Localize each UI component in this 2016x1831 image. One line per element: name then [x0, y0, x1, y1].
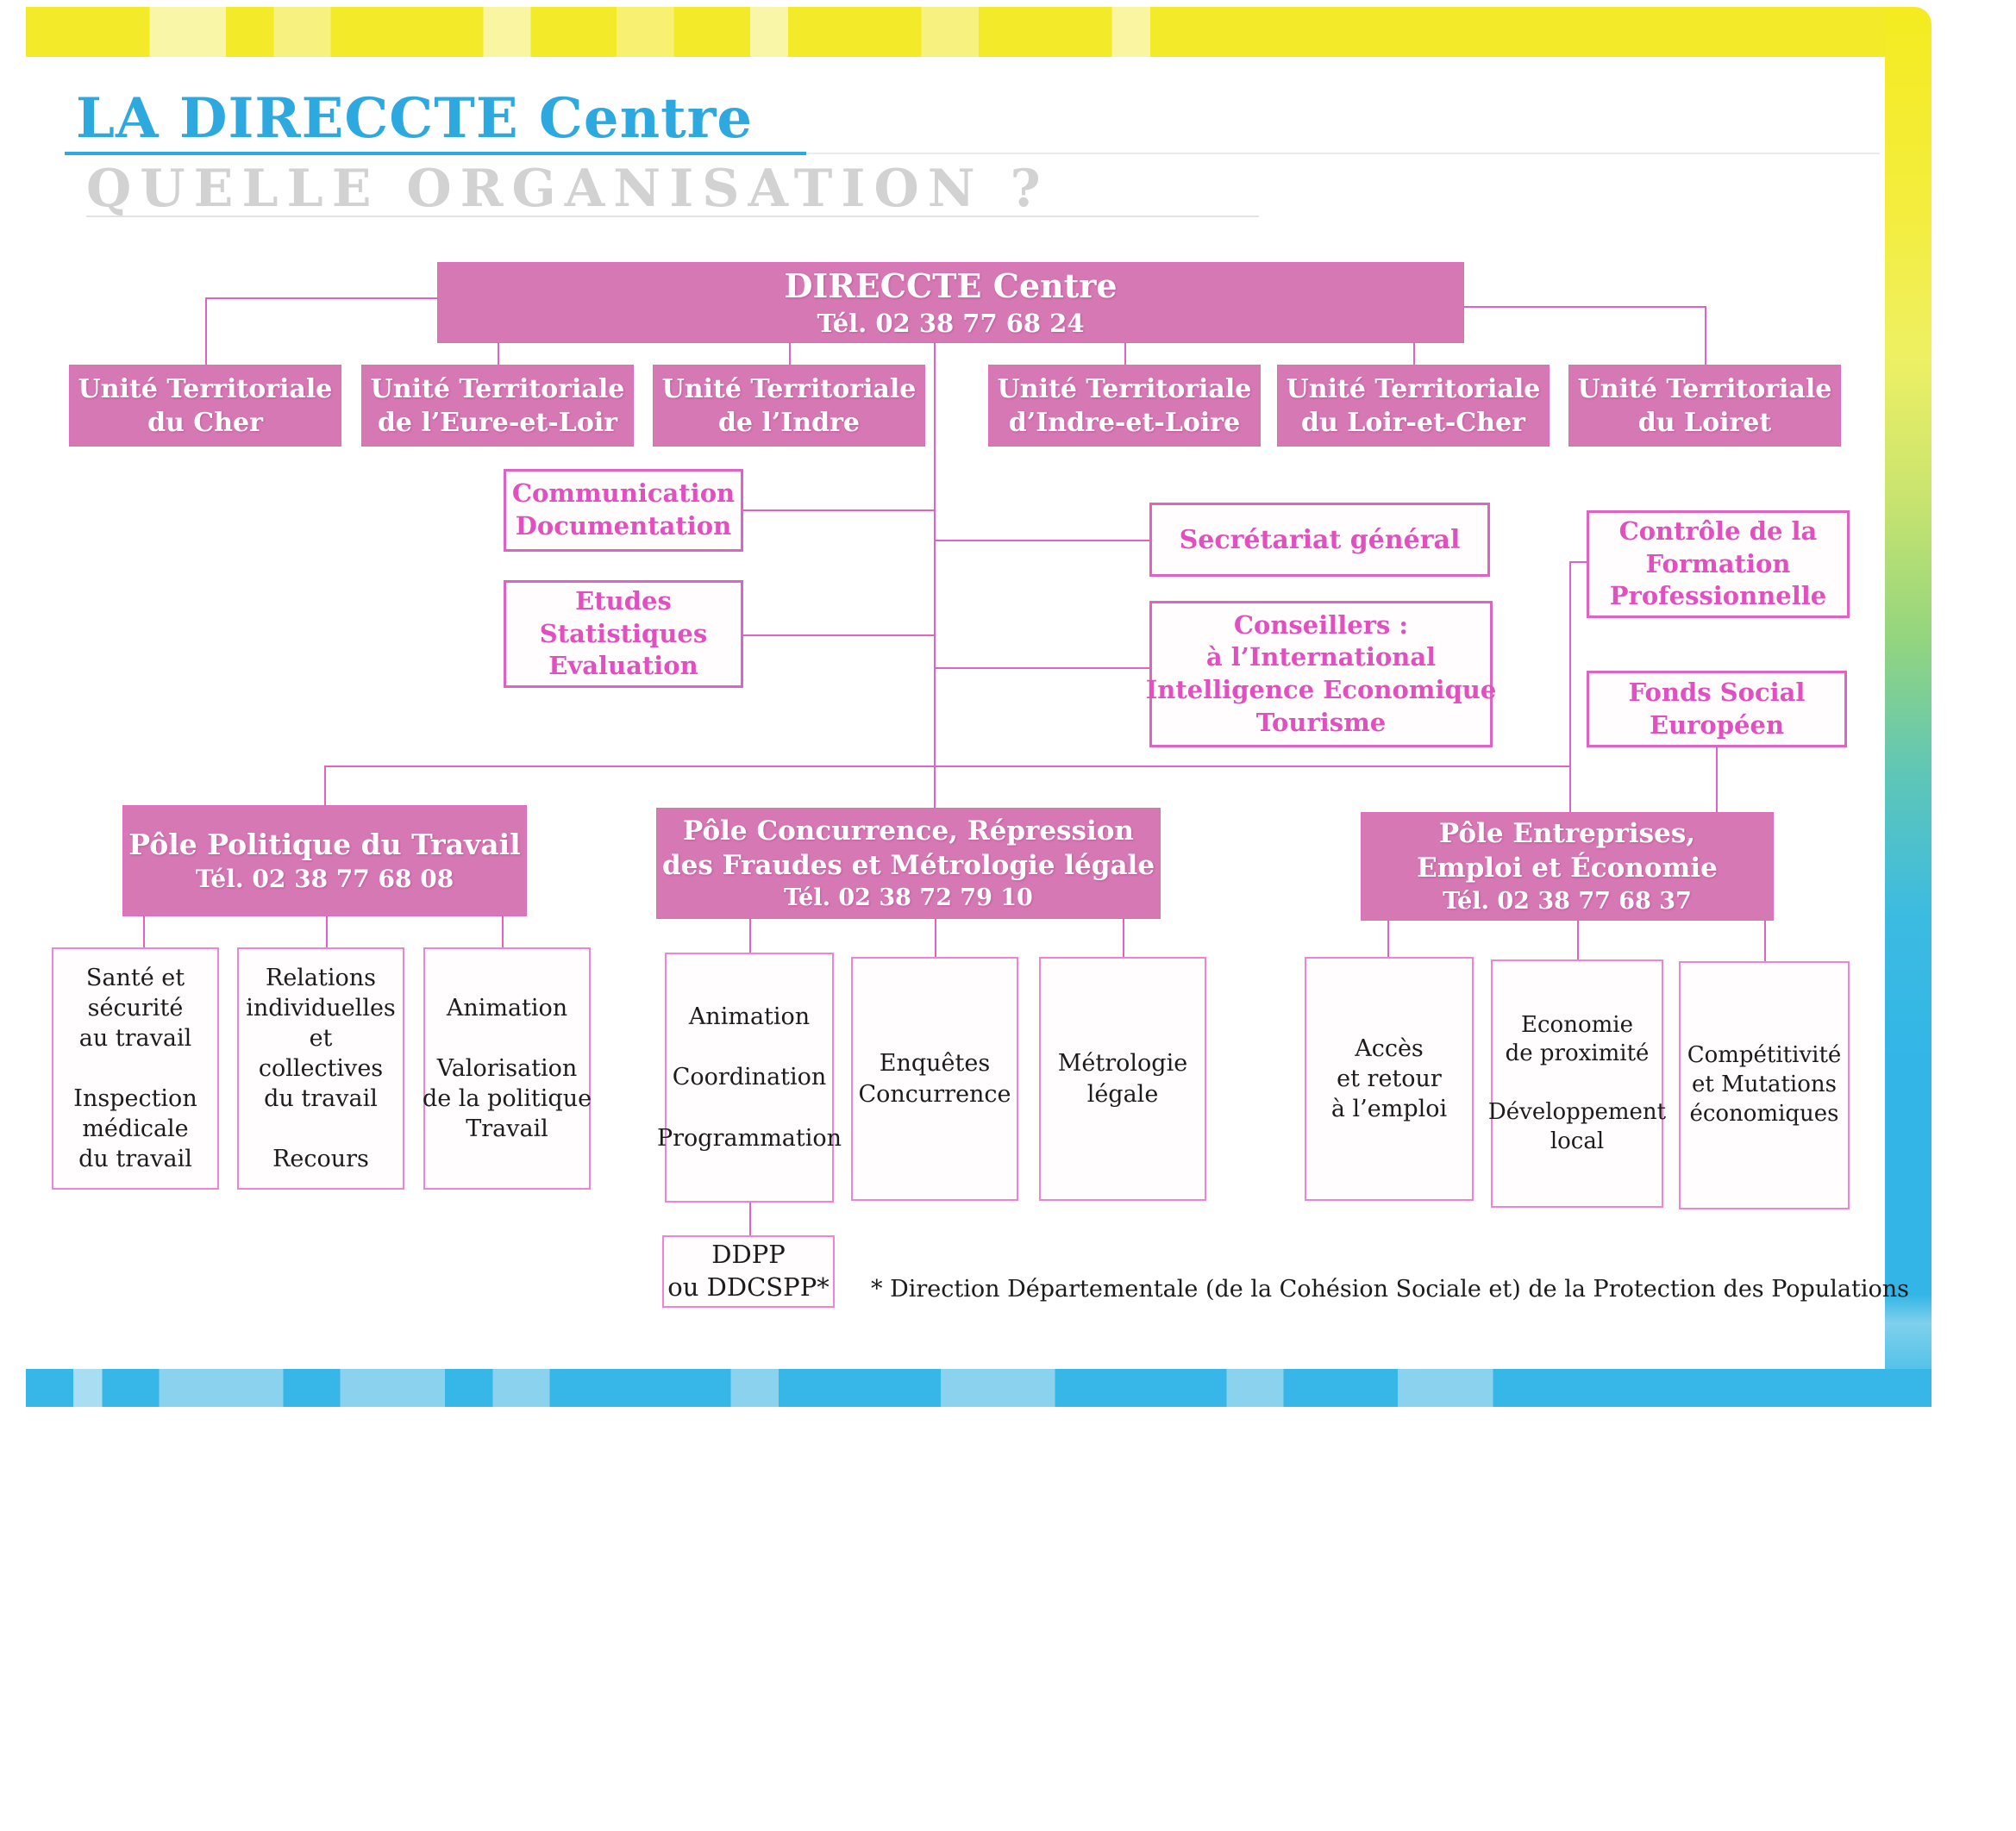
- service-metrologie-legale-label: Métrologie légale: [1057, 1050, 1188, 1108]
- staff-secretariat-label: Secrétariat général: [1179, 524, 1461, 555]
- page-subtitle: QUELLE ORGANISATION ?: [86, 159, 1049, 219]
- staff-secretariat-node: Secrétariat général: [1149, 503, 1490, 577]
- pole-politique-travail-phone: Tél. 02 38 77 68 08: [195, 864, 454, 893]
- service-sante-securite-node: Santé et sécurité au travail Inspection …: [52, 947, 219, 1190]
- staff-communication-label: Communication Documentation: [511, 478, 736, 541]
- ut-loir-et-cher-node: Unité Territoriale du Loir-et-Cher: [1278, 366, 1549, 446]
- ut-loiret-label: Unité Territoriale du Loiret: [1577, 373, 1832, 438]
- connector-line: [498, 342, 499, 366]
- ut-loiret-node: Unité Territoriale du Loiret: [1569, 366, 1840, 446]
- staff-fonds-social-label: Fonds Social Européen: [1628, 677, 1806, 740]
- service-metrologie-legale-node: Métrologie légale: [1039, 957, 1206, 1201]
- service-economie-proximite-node: Economie de proximité Développement loca…: [1487, 959, 1667, 1208]
- service-acces-emploi-node: Accès et retour à l’emploi: [1305, 957, 1474, 1201]
- ut-cher-label: Unité Territoriale du Cher: [78, 373, 333, 438]
- page-title: LA DIRECCTE Centre: [76, 86, 754, 151]
- top-border-decoration: [26, 7, 1931, 57]
- connector-line: [789, 342, 791, 366]
- service-sante-securite-label: Santé et sécurité au travail Inspection …: [73, 964, 197, 1173]
- staff-fonds-social-node: Fonds Social Européen: [1587, 671, 1847, 747]
- connector-line: [743, 634, 934, 636]
- connector-line: [1569, 561, 1571, 813]
- connector-line: [1569, 561, 1588, 563]
- staff-conseillers-node: Conseillers : à l’International Intellig…: [1146, 601, 1496, 747]
- title-underline-faint: [806, 153, 1880, 154]
- title-underline: [65, 152, 806, 155]
- ddpp-label: DDPP ou DDCSPP*: [667, 1240, 830, 1302]
- service-acces-emploi-label: Accès et retour à l’emploi: [1330, 1034, 1448, 1123]
- connector-line: [749, 918, 751, 953]
- service-relations-travail-label: Relations individuelles et collectives d…: [246, 964, 396, 1173]
- right-border-gradient-decoration: [1885, 7, 1931, 1407]
- ut-indre-et-loire-node: Unité Territoriale d’Indre-et-Loire: [989, 366, 1260, 446]
- connector-line: [1705, 306, 1706, 366]
- service-enquetes-concurrence-node: Enquêtes Concurrence: [851, 957, 1018, 1201]
- ddpp-node: DDPP ou DDCSPP*: [662, 1235, 835, 1308]
- connector-line: [1387, 920, 1389, 957]
- service-enquetes-concurrence-label: Enquêtes Concurrence: [858, 1050, 1011, 1108]
- ut-eure-et-loir-node: Unité Territoriale de l’Eure-et-Loir: [362, 366, 633, 446]
- pole-entreprises-node: Pôle Entreprises, Emploi et Économie Tél…: [1362, 813, 1773, 920]
- service-competitivite-node: Compétitivité et Mutations économiques: [1679, 961, 1850, 1209]
- service-animation-coordination-label: Animation Coordination Programmation: [656, 1003, 842, 1152]
- root-node-name: DIRECCTE Centre: [784, 266, 1118, 306]
- connector-line: [502, 916, 504, 947]
- subtitle-underline: [86, 216, 1259, 217]
- staff-controle-formation-node: Contrôle de la Formation Professionnelle: [1587, 510, 1850, 618]
- connector-line: [934, 540, 1149, 541]
- connector-line: [934, 667, 1149, 669]
- pole-concurrence-name: Pôle Concurrence, Répression des Fraudes…: [661, 815, 1155, 881]
- connector-line: [324, 766, 1571, 767]
- connector-line: [743, 509, 934, 511]
- connector-line: [1577, 920, 1579, 959]
- connector-line: [1124, 342, 1126, 366]
- pole-entreprises-phone: Tél. 02 38 77 68 37: [1443, 887, 1692, 915]
- connector-line: [1413, 342, 1415, 366]
- root-node-phone: Tél. 02 38 77 68 24: [817, 308, 1085, 338]
- staff-etudes-node: Etudes Statistiques Evaluation: [504, 580, 743, 688]
- pole-concurrence-node: Pôle Concurrence, Répression des Fraudes…: [657, 809, 1160, 918]
- staff-communication-node: Communication Documentation: [504, 469, 743, 552]
- connector-line: [1716, 747, 1718, 813]
- pole-politique-travail-node: Pôle Politique du Travail Tél. 02 38 77 …: [123, 806, 526, 916]
- bottom-border-decoration: [26, 1369, 1931, 1407]
- ut-loir-et-cher-label: Unité Territoriale du Loir-et-Cher: [1286, 373, 1541, 438]
- staff-conseillers-label: Conseillers : à l’International Intellig…: [1145, 609, 1497, 737]
- service-animation-valorisation-label: Animation Valorisation de la politique T…: [422, 994, 592, 1143]
- connector-line: [1764, 920, 1766, 961]
- ut-cher-node: Unité Territoriale du Cher: [70, 366, 341, 446]
- connector-line: [205, 297, 207, 366]
- ut-indre-label: Unité Territoriale de l’Indre: [661, 373, 917, 438]
- connector-line: [749, 1203, 751, 1235]
- ut-indre-node: Unité Territoriale de l’Indre: [654, 366, 924, 446]
- service-animation-valorisation-node: Animation Valorisation de la politique T…: [422, 947, 592, 1190]
- service-economie-proximite-label: Economie de proximité Développement loca…: [1487, 1011, 1667, 1154]
- ut-eure-et-loir-label: Unité Territoriale de l’Eure-et-Loir: [370, 373, 625, 438]
- connector-line: [205, 297, 438, 299]
- root-node-direccte-centre: DIRECCTE Centre Tél. 02 38 77 68 24: [438, 263, 1463, 342]
- connector-trunk-line: [934, 342, 936, 809]
- connector-line: [1463, 306, 1705, 308]
- staff-controle-formation-label: Contrôle de la Formation Professionnelle: [1609, 516, 1827, 611]
- pole-politique-travail-name: Pôle Politique du Travail: [128, 827, 521, 861]
- connector-line: [1123, 918, 1124, 957]
- service-relations-travail-node: Relations individuelles et collectives d…: [237, 947, 404, 1190]
- service-animation-coordination-node: Animation Coordination Programmation: [657, 953, 842, 1203]
- pole-concurrence-phone: Tél. 02 38 72 79 10: [784, 884, 1033, 912]
- pole-entreprises-name: Pôle Entreprises, Emploi et Économie: [1417, 818, 1718, 884]
- connector-line: [326, 916, 328, 947]
- connector-line: [935, 918, 936, 957]
- connector-line: [143, 916, 145, 947]
- ut-indre-et-loire-label: Unité Territoriale d’Indre-et-Loire: [997, 373, 1252, 438]
- connector-line: [324, 766, 326, 806]
- staff-etudes-label: Etudes Statistiques Evaluation: [539, 585, 708, 681]
- footnote: * Direction Départementale (de la Cohési…: [871, 1276, 1909, 1303]
- service-competitivite-label: Compétitivité et Mutations économiques: [1687, 1042, 1842, 1127]
